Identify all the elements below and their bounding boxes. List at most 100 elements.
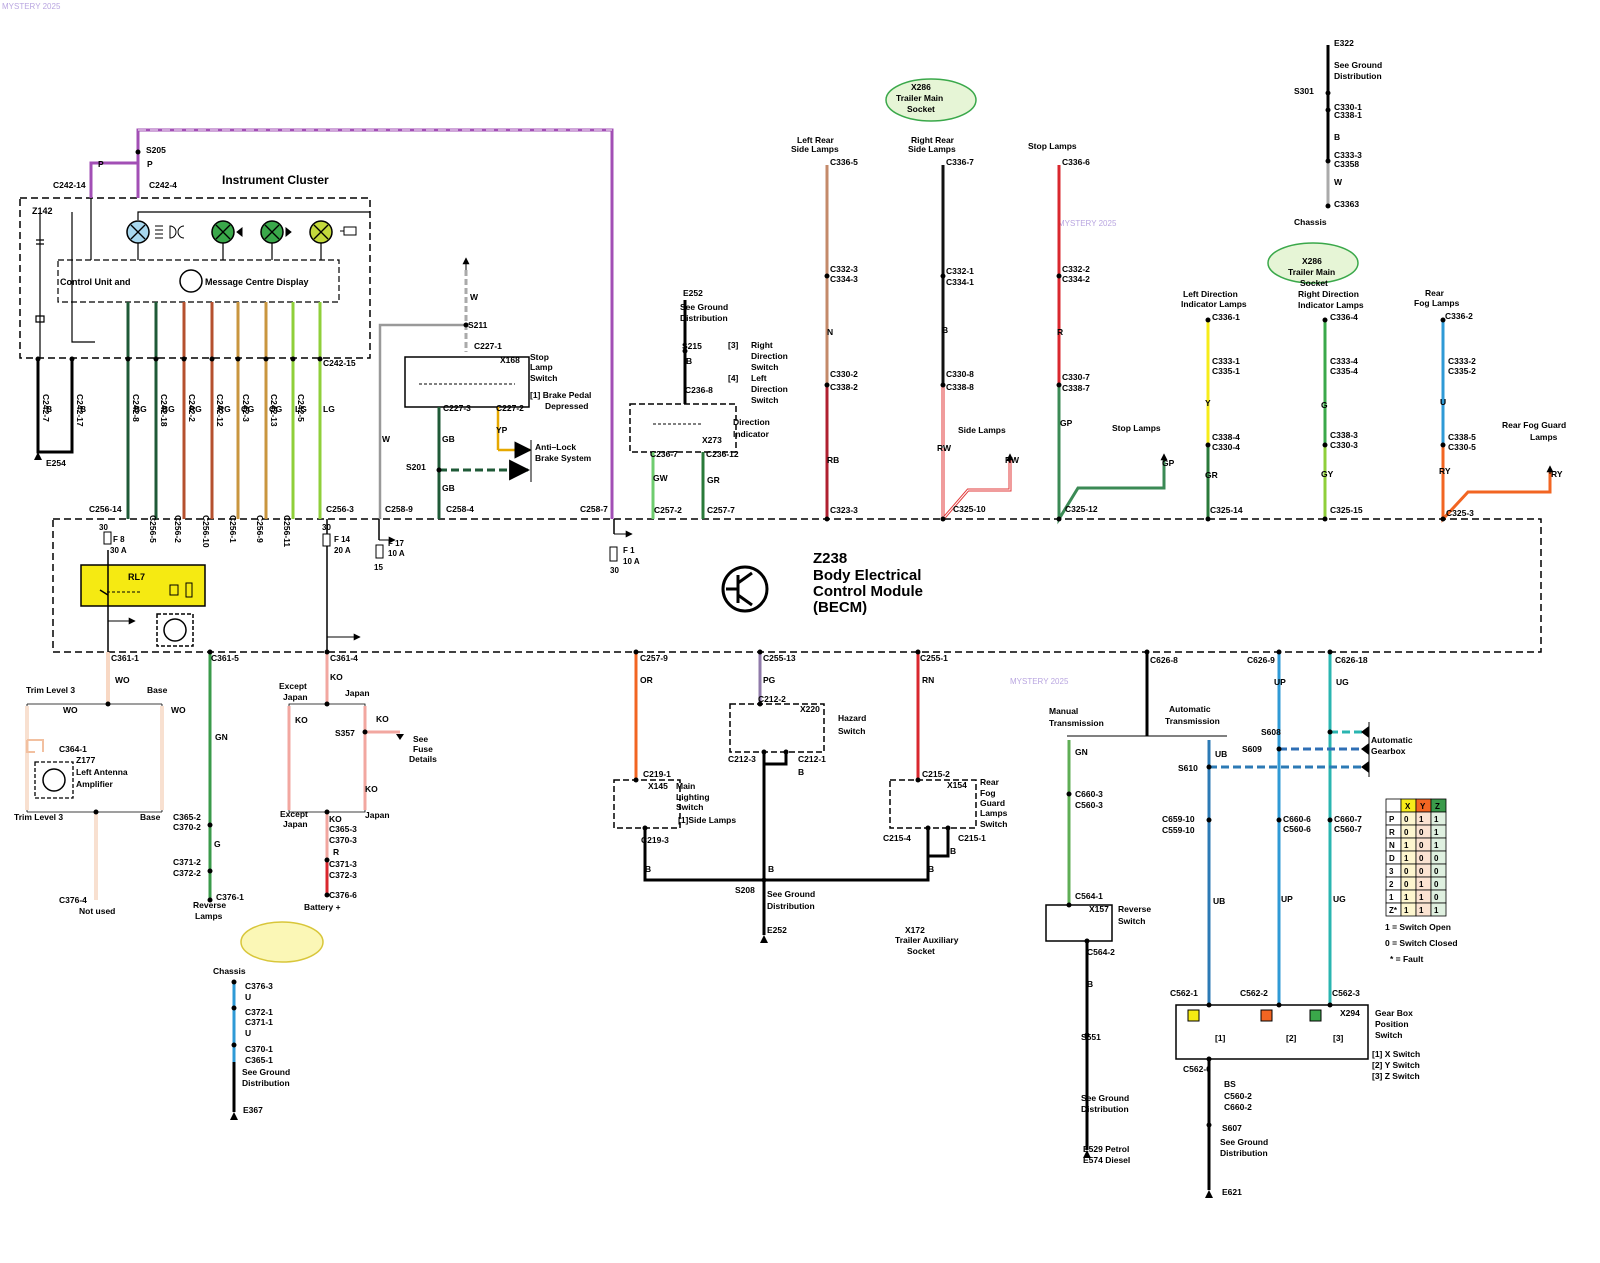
fuse-name: F 17 [388,539,405,548]
diagram-label: C364-1 [59,744,87,754]
diagram-label: C626-8 [1150,655,1178,665]
diagram-label: C255-1 [920,653,948,663]
table-cell-text: R [1389,828,1395,837]
fuse-rating: 10 A [623,557,640,566]
stop-lamp-switch-box [404,356,530,408]
fuse-rating: 20 A [334,546,351,555]
diagram-label: C371-1 [245,1017,273,1027]
diagram-label: Left [751,373,767,383]
table-cell-text: 1 [1404,893,1409,902]
diagram-label: S201 [406,462,426,472]
diagram-label: C338-1 [1334,110,1362,120]
diagram-label: Japan [283,819,308,829]
diagram-label: C338-8 [946,382,974,392]
diagram-label: Direction [751,351,788,361]
fuse-f17 [375,544,384,559]
control-unit-label: Control Unit and [60,277,131,287]
diagram-label: Side Lamps [958,425,1006,435]
table-cell-text: 1 [1419,893,1424,902]
diagram-label: E574 Diesel [1083,1155,1130,1165]
table-cell [1430,902,1447,917]
diagram-label: Switch [751,362,778,372]
diagram-label: C371-3 [329,859,357,869]
diagram-label: C330-5 [1448,442,1476,452]
diagram-label: BG [134,404,147,414]
diagram-label: BS [1224,1079,1236,1089]
diagram-label: C256-1 [228,515,238,543]
diagram-label: See Ground [680,302,728,312]
diagram-label: [1]Side Lamps [678,815,736,825]
table-cell-text: 2 [1389,880,1394,889]
diagram-label: C372-1 [245,1007,273,1017]
diagram-label: X294 [1340,1008,1360,1018]
diagram-label: Stop Lamps [1112,423,1161,433]
diagram-label: B [80,404,86,414]
diagram-label: Lamps [1530,432,1558,442]
diagram-label: RG [218,404,231,414]
diagram-label: Right Direction [1298,289,1359,299]
diagram-label: GR [707,475,720,485]
diagram-label: C372-2 [173,868,201,878]
diagram-label: Socket [907,104,935,114]
diagram-label: N [827,327,833,337]
diagram-label: GP [1162,458,1175,468]
diagram-label: C335-4 [1330,366,1358,376]
fuse-pin: 30 [322,523,331,532]
diagram-label: Socket [907,946,935,956]
diagram-label: Left Direction [1183,289,1238,299]
diagram-label: WO [171,705,186,715]
diagram-label: C336-6 [1062,157,1090,167]
diagram-label: C334-3 [830,274,858,284]
diagram-label: C361-5 [211,653,239,663]
diagram-label: C559-10 [1162,825,1195,835]
diagram-label: G [1321,400,1328,410]
diagram-label: [1] X Switch [1372,1049,1420,1059]
diagram-label: WO [115,675,130,685]
diagram-label: C336-7 [946,157,974,167]
diagram-label: Except [280,809,308,819]
diagram-label: C564-1 [1075,891,1103,901]
diagram-label: Rear Fog Guard [1502,420,1566,430]
diagram-label: KO [330,672,343,682]
table-cell-text: 1 [1404,906,1409,915]
diagram-label: RW [937,443,952,453]
table-cell-text: 1 [1434,815,1439,824]
diagram-label: LG [323,404,335,414]
diagram-label: 0 = Switch Closed [1385,938,1458,948]
diagram-label: GN [1075,747,1088,757]
diagram-label: S610 [1178,763,1198,773]
diagram-label: C370-3 [329,835,357,845]
diagram-label: Fog Lamps [1414,298,1460,308]
diagram-label: See Ground [242,1067,290,1077]
diagram-label: C212-1 [798,754,826,764]
diagram-label: GN [215,732,228,742]
diagram-label: Distribution [1220,1148,1268,1158]
diagram-label: P [98,159,104,169]
diagram-label: C332-2 [1062,264,1090,274]
diagram-label: X154 [947,780,967,790]
diagram-label: C3363 [1334,199,1359,209]
table-header-text: Z [1435,802,1440,811]
diagram-label: Fog [980,788,996,798]
diagram-label: Manual [1049,706,1078,716]
diagram-label: S205 [146,145,166,155]
fuse-name: F 8 [113,535,125,544]
diagram-label: C626-18 [1335,655,1368,665]
diagram-label: C219-1 [643,769,671,779]
diagram-label: Trailer Main [1288,267,1335,277]
diagram-label: Details [409,754,437,764]
diagram-label: C562-2 [1240,988,1268,998]
diagram-label: X273 [702,435,722,445]
diagram-label: E252 [683,288,703,298]
diagram-label: C258-7 [580,504,608,514]
table-cell-text: N [1389,841,1395,850]
diagram-label: C335-2 [1448,366,1476,376]
diagram-label: B [928,864,934,874]
diagram-label: Indicator Lamps [1298,300,1364,310]
diagram-label: C257-7 [707,505,735,515]
fuse-name: F 1 [623,546,635,555]
table-cell-text: 1 [1419,815,1424,824]
diagram-label: S609 [1242,744,1262,754]
diagram-label: C257-2 [654,505,682,515]
